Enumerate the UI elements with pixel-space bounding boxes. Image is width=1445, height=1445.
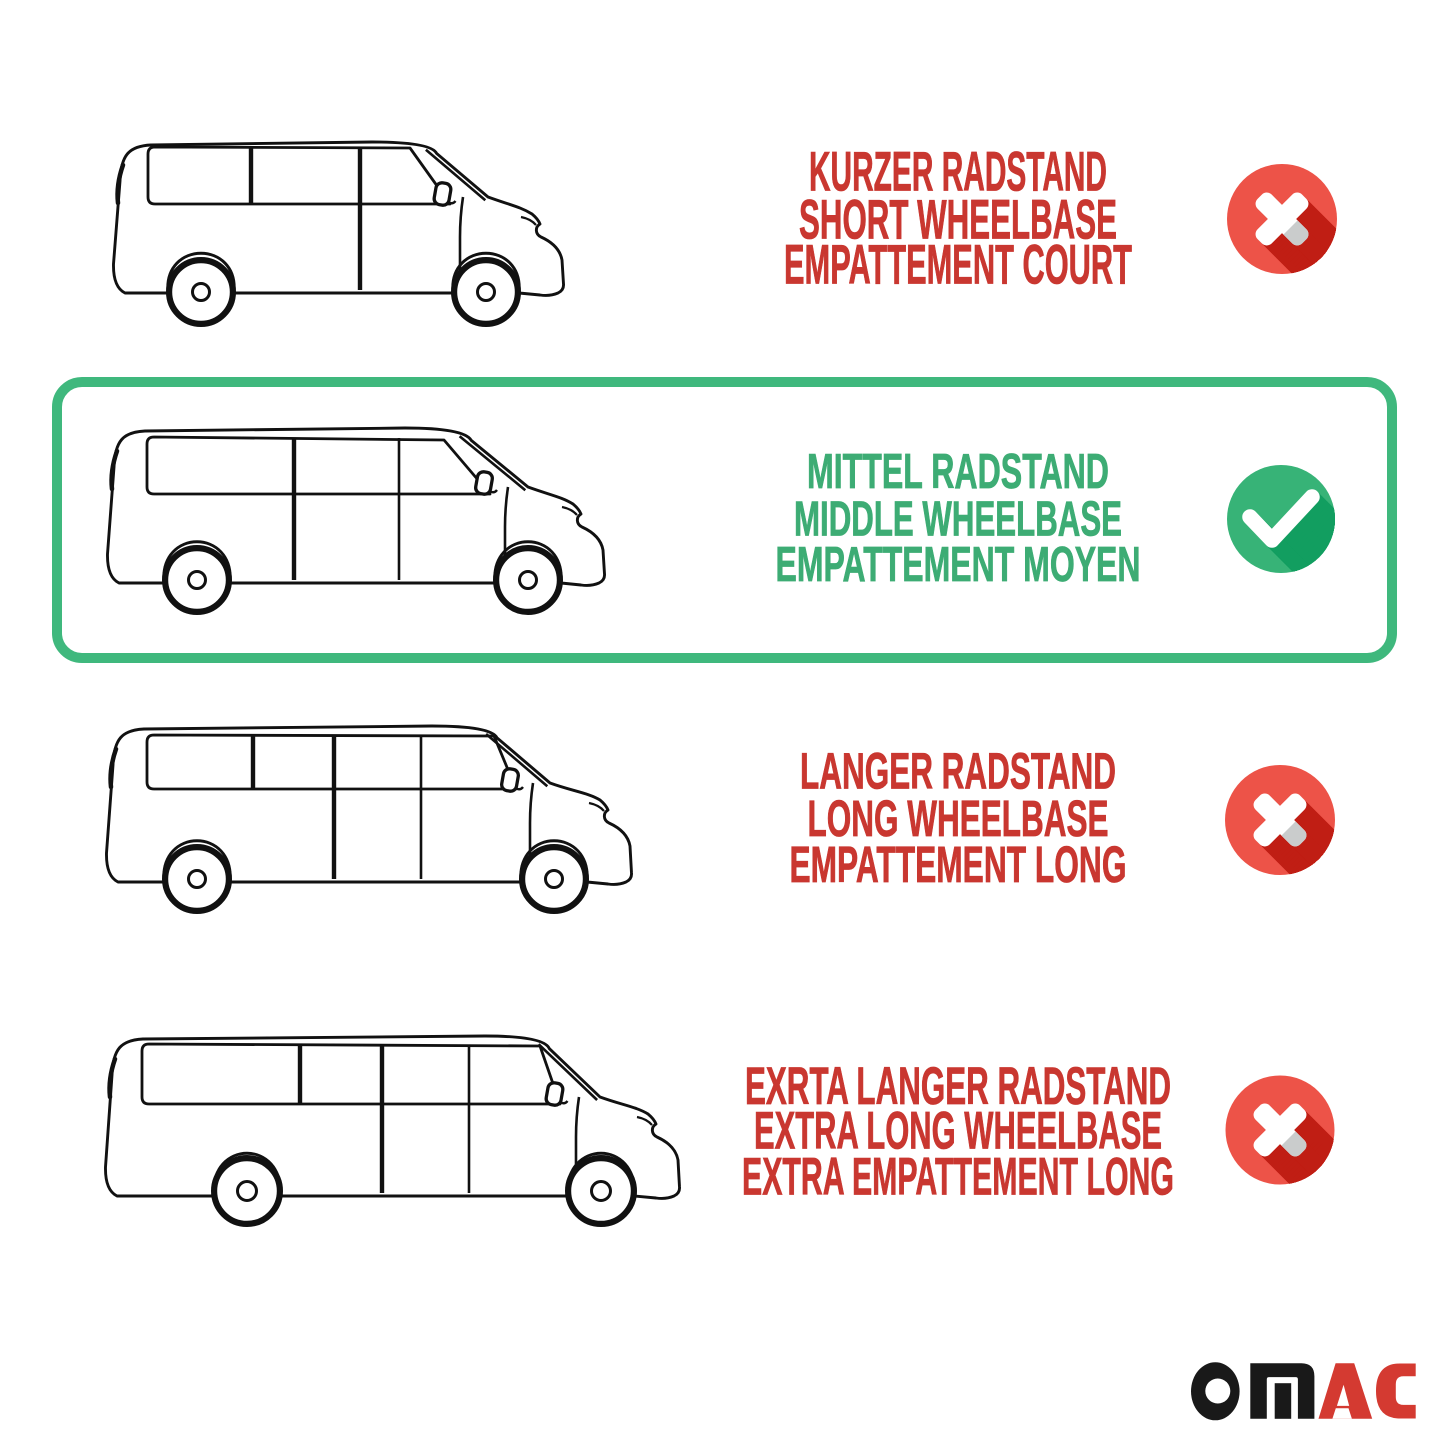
svg-text:EXTRA EMPATTEMENT LONG: EXTRA EMPATTEMENT LONG [742, 1148, 1174, 1207]
svg-text:EXTRA LONG WHEELBASE: EXTRA LONG WHEELBASE [754, 1102, 1162, 1161]
svg-text:LANGER RADSTAND: LANGER RADSTAND [800, 743, 1116, 800]
svg-text:EMPATTEMENT COURT: EMPATTEMENT COURT [784, 233, 1132, 295]
svg-text:EMPATTEMENT MOYEN: EMPATTEMENT MOYEN [776, 538, 1141, 592]
svg-text:LONG WHEELBASE: LONG WHEELBASE [808, 790, 1109, 847]
svg-text:MITTEL RADSTAND: MITTEL RADSTAND [807, 445, 1109, 499]
svg-text:SHORT WHEELBASE: SHORT WHEELBASE [799, 189, 1117, 251]
svg-text:EMPATTEMENT LONG: EMPATTEMENT LONG [790, 836, 1127, 893]
svg-text:KURZER RADSTAND: KURZER RADSTAND [809, 141, 1107, 203]
svg-text:MIDDLE WHEELBASE: MIDDLE WHEELBASE [794, 493, 1122, 547]
svg-text:EXRTA LANGER RADSTAND: EXRTA LANGER RADSTAND [745, 1057, 1171, 1116]
